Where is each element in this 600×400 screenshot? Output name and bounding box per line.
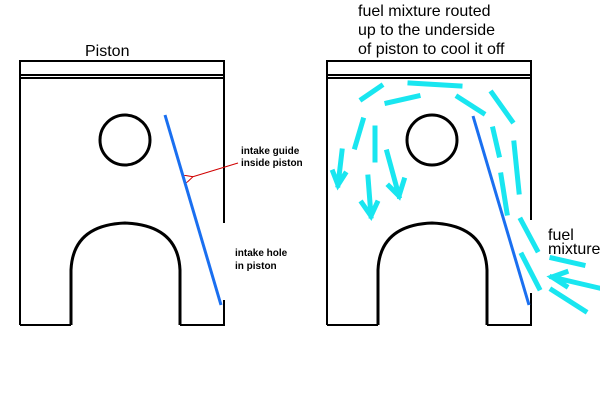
intake-guide — [163, 114, 223, 306]
label-guide-1: intake guide — [241, 146, 300, 157]
label-hole-1: intake hole — [235, 248, 288, 259]
intake-guide — [471, 115, 531, 306]
pointer-arrow — [192, 162, 239, 177]
fuel-label-1: fuel — [548, 227, 574, 244]
left-piston: Piston intake guide inside piston intake… — [19, 43, 303, 326]
caption-3: of piston to cool it off — [358, 41, 505, 58]
pin-hole — [98, 113, 152, 167]
caption-2: up to the underside — [358, 22, 495, 39]
left-title: Piston — [85, 43, 129, 60]
caption-1: fuel mixture routed — [358, 3, 491, 20]
right-piston: fuel mixture routed up to the underside … — [326, 3, 600, 326]
fuel-flow-arrows — [329, 80, 600, 315]
skirt-cutout — [69, 221, 182, 325]
label-guide-2: inside piston — [241, 158, 303, 169]
label-hole-2: in piston — [235, 261, 277, 272]
fuel-label-2: mixture — [548, 241, 600, 258]
